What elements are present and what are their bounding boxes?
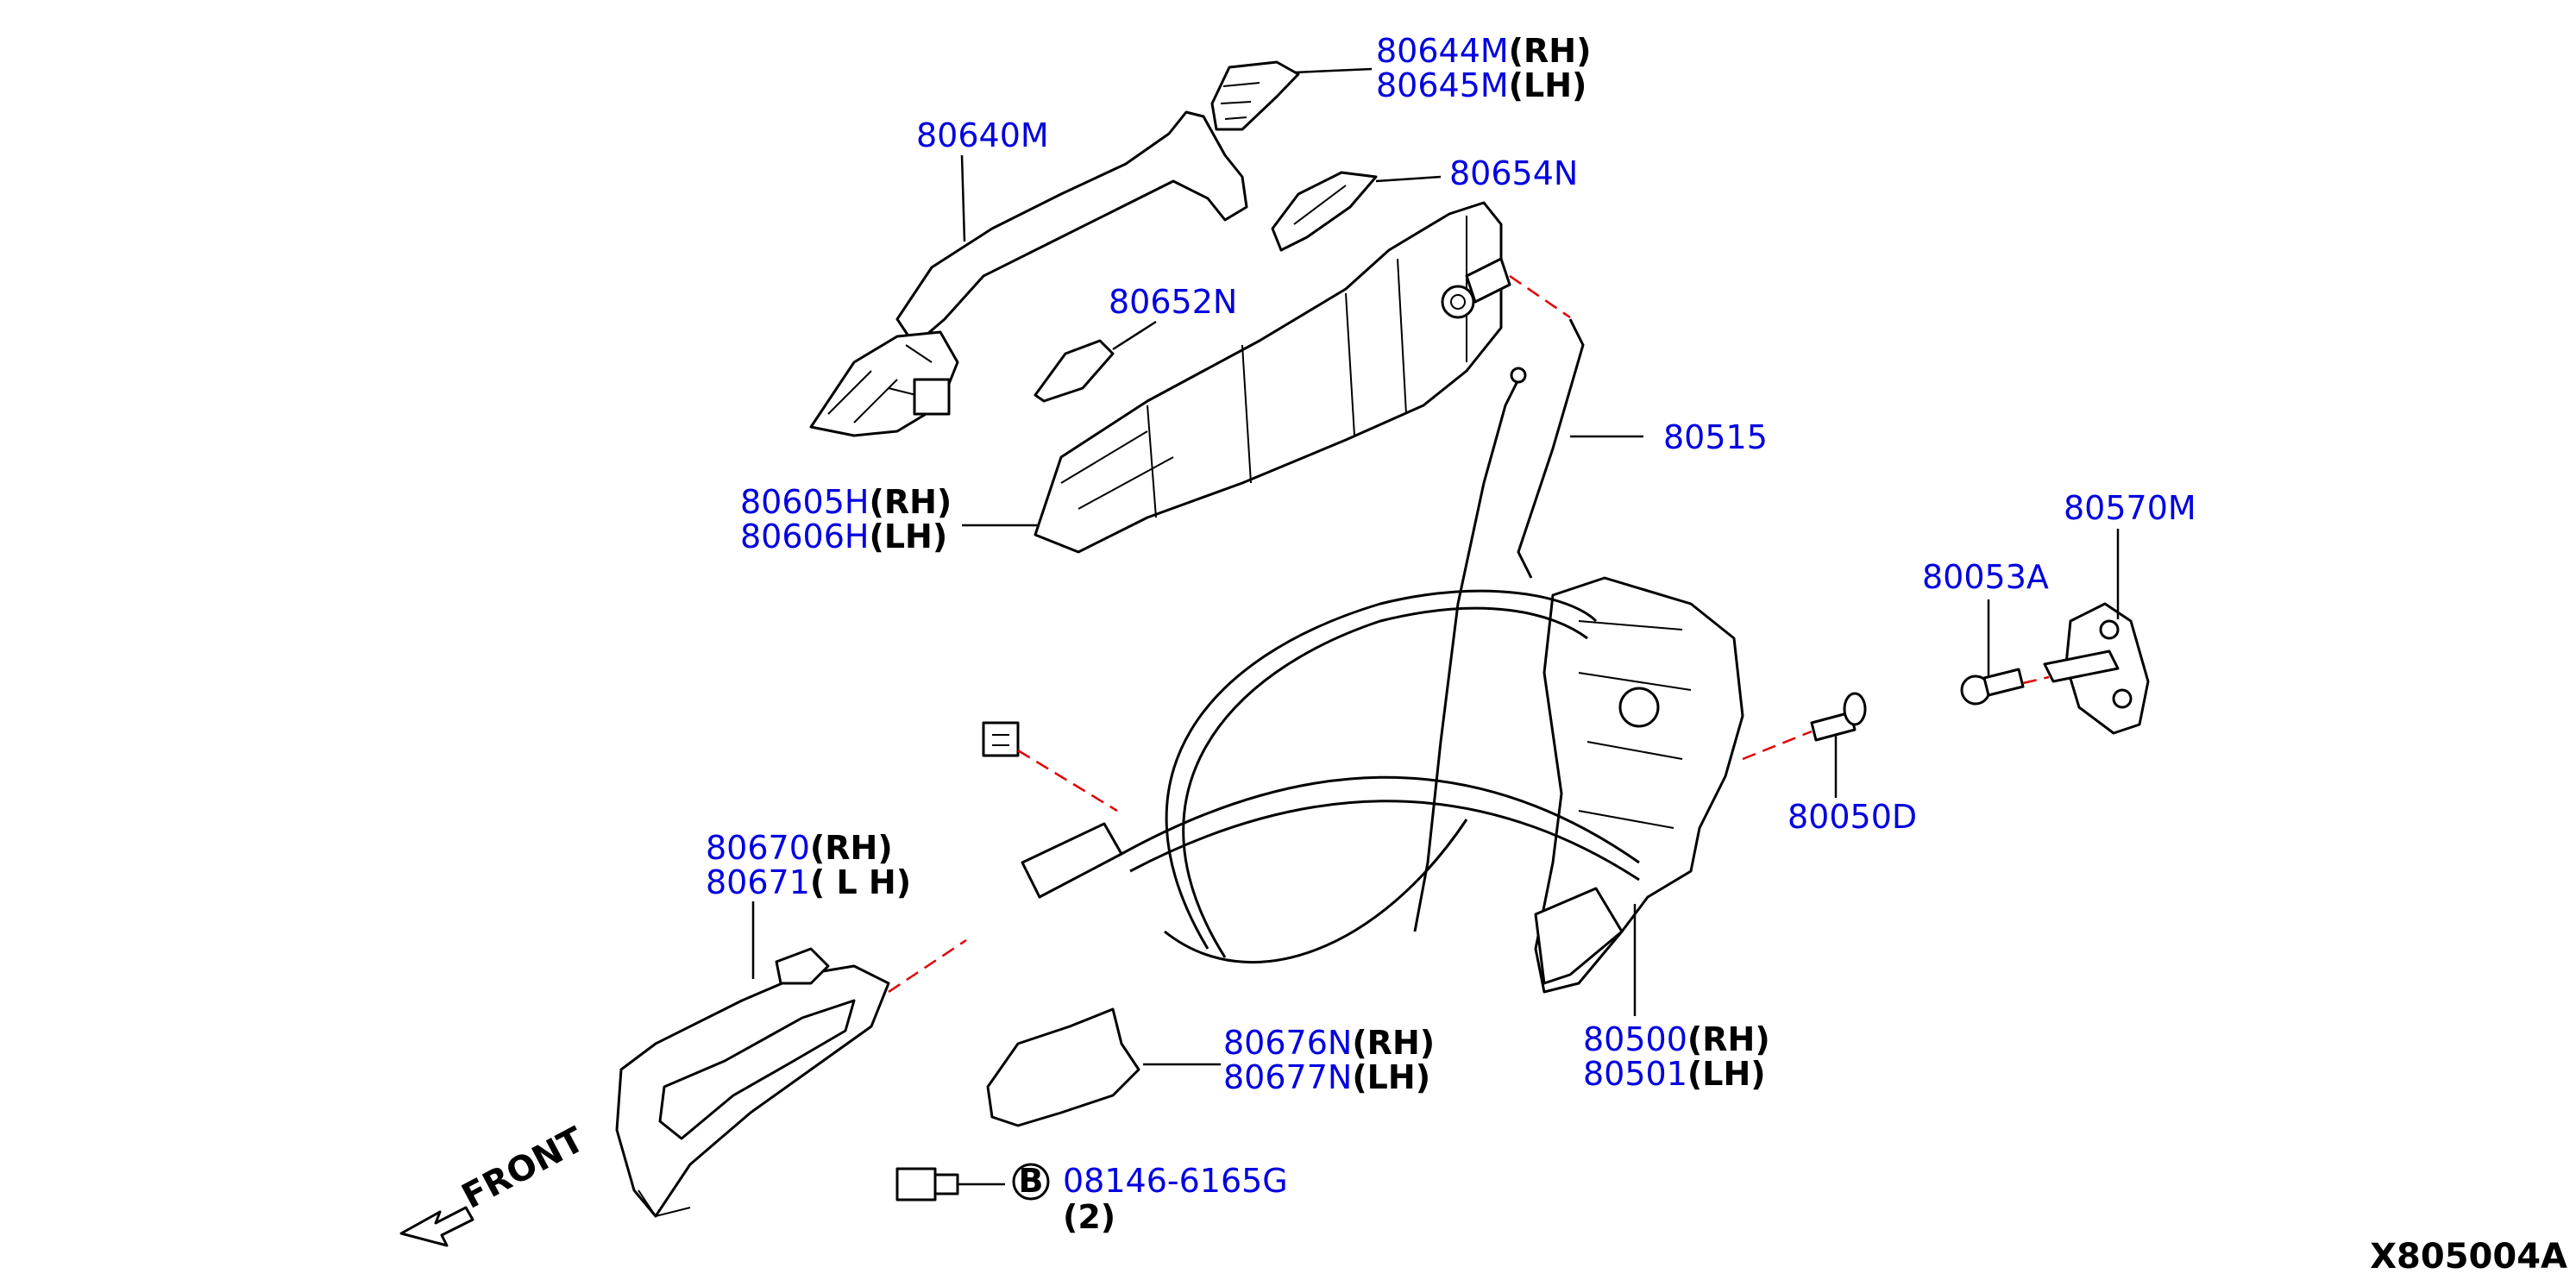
side-label: (RH) (1352, 1024, 1435, 1062)
side-label: (LH) (869, 518, 947, 555)
diagram-id: X805004A (2370, 1237, 2567, 1277)
gasket-rear-part[interactable] (1271, 171, 1378, 252)
part-number: 80670 (706, 829, 810, 867)
callout-gasket-rear: 80654N (1449, 154, 1578, 192)
phantom-lines (888, 274, 2050, 994)
part-number: 80501 (1583, 1055, 1687, 1093)
svg-text:08146-6165G: 08146-6165G (1063, 1162, 1288, 1200)
side-label: (LH) (1687, 1055, 1766, 1093)
callout-bolt: B 08146-6165G (2) (1012, 1162, 1288, 1236)
callout-rod: 80515 (1663, 418, 1768, 456)
svg-text:80605H(RH): 80605H(RH) (740, 483, 952, 521)
part-number: 80644M (1376, 32, 1509, 70)
part-number: 80645M (1376, 66, 1509, 104)
part-number: 80654N (1449, 154, 1578, 192)
part-number: 80515 (1663, 418, 1768, 456)
part-number: 80500 (1583, 1020, 1687, 1058)
handle-bracket-part[interactable] (1210, 60, 1300, 131)
bolt-part[interactable] (895, 1167, 959, 1202)
striker-part[interactable] (2043, 602, 2150, 735)
side-label: ( L H) (810, 863, 911, 901)
svg-text:80050D: 80050D (1787, 798, 1917, 836)
svg-text:80515: 80515 (1663, 418, 1768, 456)
svg-text:80671( L H): 80671( L H) (706, 863, 911, 901)
side-label: (LH) (1509, 66, 1587, 104)
part-number: 80640M (916, 116, 1049, 154)
svg-text:80652N: 80652N (1109, 283, 1237, 321)
callout-lock-screw: 80050D (1787, 798, 1917, 836)
fastener-symbol-icon (1012, 1163, 1050, 1201)
inside-handle-part[interactable] (615, 947, 890, 1218)
svg-text:(2): (2) (1063, 1198, 1115, 1236)
lock-cables (1021, 589, 1640, 963)
side-label: (RH) (810, 829, 893, 867)
part-number: 80570M (2064, 489, 2196, 527)
side-label: (RH) (869, 483, 952, 521)
quantity-label: (2) (1063, 1198, 1115, 1236)
callout-striker: 80570M (2064, 489, 2196, 527)
door-lock-part[interactable] (1534, 576, 1744, 994)
part-number: 80677N (1223, 1058, 1352, 1096)
part-number: 80676N (1223, 1024, 1352, 1062)
part-number: 08146-6165G (1063, 1162, 1288, 1200)
callout-handle-bracket: 80644M(RH) 80645M(LH) (1376, 32, 1591, 104)
svg-text:80570M: 80570M (2064, 489, 2196, 527)
striker-screw-part[interactable] (1960, 668, 2025, 706)
outside-handle-part[interactable] (809, 110, 1248, 437)
gasket-front-part[interactable] (1034, 339, 1115, 403)
lock-screw-part[interactable] (1810, 692, 1867, 742)
front-label: FRONT (456, 1120, 591, 1217)
part-number: 80606H (740, 518, 869, 555)
callout-outside-handle: 80640M (916, 116, 1049, 154)
callout-inside-handle: 80670(RH) 80671( L H) (706, 829, 911, 901)
front-arrow-icon (399, 1206, 474, 1247)
svg-text:80640M: 80640M (916, 116, 1049, 154)
handle-frame-part[interactable] (1034, 201, 1511, 554)
side-label: (LH) (1352, 1058, 1430, 1096)
callout-striker-screw: 80053A (1922, 558, 2049, 596)
svg-text:80654N: 80654N (1449, 154, 1578, 192)
leader-lines (751, 67, 2120, 1186)
part-number: 80652N (1109, 283, 1237, 321)
side-label: (RH) (1509, 32, 1592, 70)
part-number: 80053A (1922, 558, 2049, 596)
svg-text:80677N(LH): 80677N(LH) (1223, 1058, 1430, 1096)
svg-text:80053A: 80053A (1922, 558, 2049, 596)
callout-handle-frame: 80605H(RH) 80606H(LH) (740, 483, 952, 555)
callout-door-lock: 80500(RH) 80501(LH) (1583, 1020, 1770, 1093)
svg-text:80501(LH): 80501(LH) (1583, 1055, 1766, 1093)
part-number: 80050D (1787, 798, 1917, 836)
part-number: 80671 (706, 863, 810, 901)
part-number: 80605H (740, 483, 869, 521)
callout-gasket-front: 80652N (1109, 283, 1237, 321)
svg-text:80645M(LH): 80645M(LH) (1376, 66, 1586, 104)
side-label: (RH) (1687, 1020, 1770, 1058)
callout-escutcheon: 80676N(RH) 80677N(LH) (1223, 1024, 1435, 1096)
escutcheon-part[interactable] (986, 1007, 1140, 1127)
rod-part[interactable] (1413, 318, 1585, 932)
svg-text:80676N(RH): 80676N(RH) (1223, 1024, 1435, 1062)
svg-text:80500(RH): 80500(RH) (1583, 1020, 1770, 1058)
svg-text:80670(RH): 80670(RH) (706, 829, 893, 867)
svg-text:80644M(RH): 80644M(RH) (1376, 32, 1591, 70)
fastener-symbol: B (1019, 1162, 1044, 1200)
svg-text:80606H(LH): 80606H(LH) (740, 518, 947, 555)
connector-clip-part[interactable] (982, 721, 1020, 757)
